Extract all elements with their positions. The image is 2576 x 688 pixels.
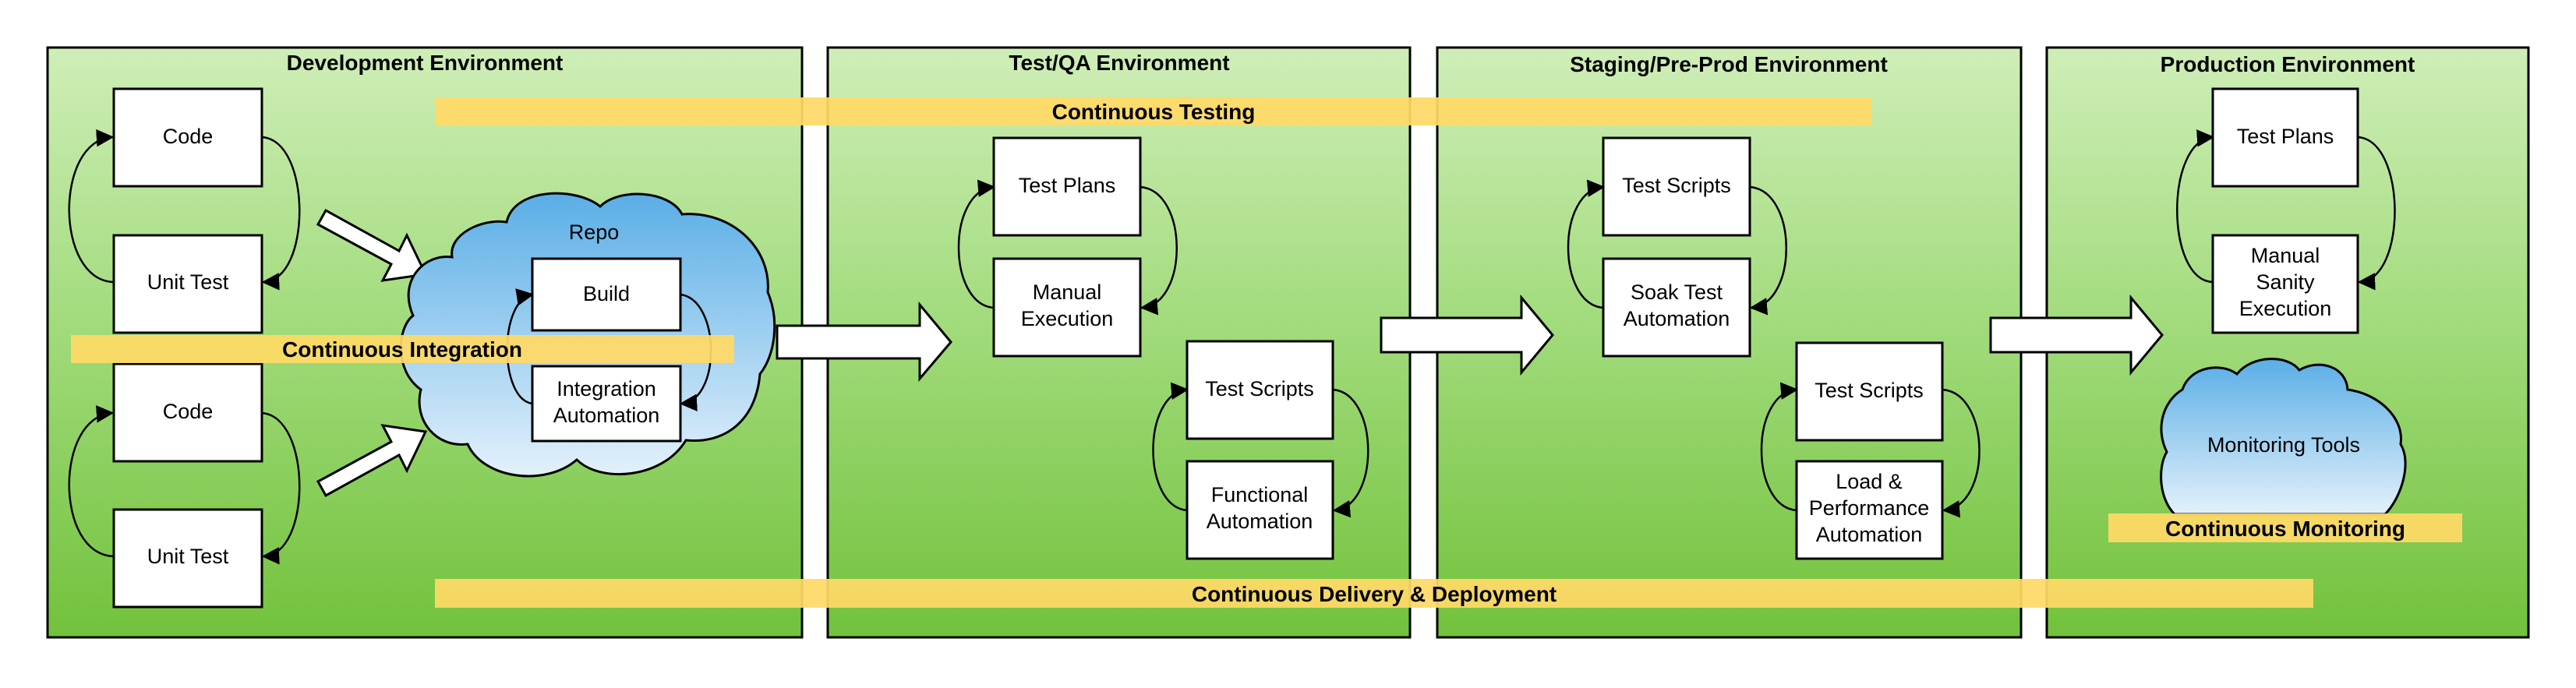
testqa-environment-title: Test/QA Environment xyxy=(1009,51,1229,75)
monitoring-tools-cloud xyxy=(2160,358,2407,516)
qa-manual-execution-label-line2: Execution xyxy=(1021,307,1114,330)
qa-test-plans-box xyxy=(992,136,1142,237)
loop-testscripts-to-functional xyxy=(1332,388,1369,518)
transition-arrow-staging-to-production xyxy=(1989,294,2164,376)
production-environment-title: Production Environment xyxy=(2161,52,2415,76)
prod-manual-sanity-label-line2: Sanity xyxy=(2256,270,2315,294)
prod-manual-sanity-label-line1: Manual xyxy=(2251,244,2320,267)
continuous-testing-band xyxy=(435,97,1871,125)
stg-load-performance-label-line3: Automation xyxy=(1816,523,1923,546)
stg-soak-test-box xyxy=(1602,257,1751,358)
continuous-testing-label: Continuous Testing xyxy=(1052,100,1256,124)
build-label: Build xyxy=(583,282,630,305)
prod-test-plans-box xyxy=(2211,87,2359,188)
loop-prod-testplans-to-sanity xyxy=(2357,136,2396,291)
development-environment-title: Development Environment xyxy=(287,51,564,75)
stg-test-scripts-box-1 xyxy=(1602,136,1751,237)
prod-manual-sanity-box xyxy=(2211,234,2359,334)
loop-soak-to-stg-testscripts xyxy=(1567,179,1606,309)
integration-automation-label-line2: Automation xyxy=(553,404,660,427)
stg-soak-test-label-line1: Soak Test xyxy=(1631,280,1723,304)
prod-manual-sanity-label-line3: Execution xyxy=(2239,297,2332,320)
loop-sanity-to-prod-testplans xyxy=(2176,129,2215,284)
qa-functional-automation-box xyxy=(1186,460,1334,560)
dev-unit-test-box-1 xyxy=(112,234,263,334)
qa-functional-automation-label-line2: Automation xyxy=(1207,510,1313,533)
loop-stg-testscripts-to-soak xyxy=(1749,185,1787,316)
dev-code-box-2 xyxy=(112,362,263,463)
qa-test-scripts-label: Test Scripts xyxy=(1205,377,1314,400)
continuous-delivery-label: Continuous Delivery & Deployment xyxy=(1192,582,1557,606)
stg-test-scripts-label-2: Test Scripts xyxy=(1815,379,1924,402)
loop-manual-to-testplans xyxy=(957,179,996,309)
stg-test-scripts-box-2 xyxy=(1795,341,1944,442)
transition-arrow-testqa-to-staging xyxy=(1380,294,1554,376)
repo-label: Repo xyxy=(569,221,620,244)
stg-soak-test-label-line2: Automation xyxy=(1624,307,1730,330)
dev-code-label-2: Code xyxy=(163,400,214,423)
dev-code-box-1 xyxy=(112,87,263,188)
continuous-integration-band xyxy=(71,335,734,363)
loop-unittest2-to-code2 xyxy=(68,405,115,558)
arrow-code-to-repo-lower xyxy=(316,424,428,498)
loop-load-to-stg-testscripts2 xyxy=(1760,382,1799,512)
loop-code2-to-unittest2 xyxy=(261,411,301,565)
stg-load-performance-box xyxy=(1795,460,1944,560)
dev-code-label-1: Code xyxy=(163,125,214,148)
qa-test-plans-label: Test Plans xyxy=(1019,174,1116,197)
dev-unit-test-label-2: Unit Test xyxy=(147,545,229,568)
integration-automation-label-line1: Integration xyxy=(557,377,656,400)
qa-test-scripts-box xyxy=(1186,340,1334,440)
dev-unit-test-label-1: Unit Test xyxy=(147,270,229,294)
loop-functional-to-testscripts xyxy=(1152,382,1189,512)
integration-automation-box xyxy=(531,365,682,443)
continuous-monitoring-band xyxy=(2108,513,2462,542)
dev-unit-test-box-2 xyxy=(112,508,263,609)
loop-code1-to-unittest1 xyxy=(261,136,301,291)
qa-manual-execution-box xyxy=(992,257,1142,358)
continuous-integration-label: Continuous Integration xyxy=(282,337,522,362)
qa-manual-execution-label-line1: Manual xyxy=(1033,280,1102,304)
stg-test-scripts-label-1: Test Scripts xyxy=(1622,174,1731,197)
transition-arrow-dev-to-testqa xyxy=(776,301,952,383)
prod-test-plans-label: Test Plans xyxy=(2237,125,2334,148)
stg-load-performance-label-line1: Load & xyxy=(1836,470,1903,493)
loop-stg-testscripts2-to-load xyxy=(1942,388,1981,518)
loop-testplans-to-manual xyxy=(1140,185,1178,316)
stg-load-performance-label-line2: Performance xyxy=(1809,496,1930,520)
arrow-code-to-repo-upper xyxy=(316,208,428,282)
build-box xyxy=(531,257,682,332)
continuous-delivery-band xyxy=(435,579,2313,608)
staging-environment-title: Staging/Pre-Prod Environment xyxy=(1570,52,1888,76)
qa-functional-automation-label-line1: Functional xyxy=(1211,483,1309,506)
loop-arrows xyxy=(68,129,2396,565)
loop-unittest1-to-code1 xyxy=(68,129,115,284)
continuous-monitoring-label: Continuous Monitoring xyxy=(2165,517,2405,541)
monitoring-tools-label: Monitoring Tools xyxy=(2207,433,2360,457)
